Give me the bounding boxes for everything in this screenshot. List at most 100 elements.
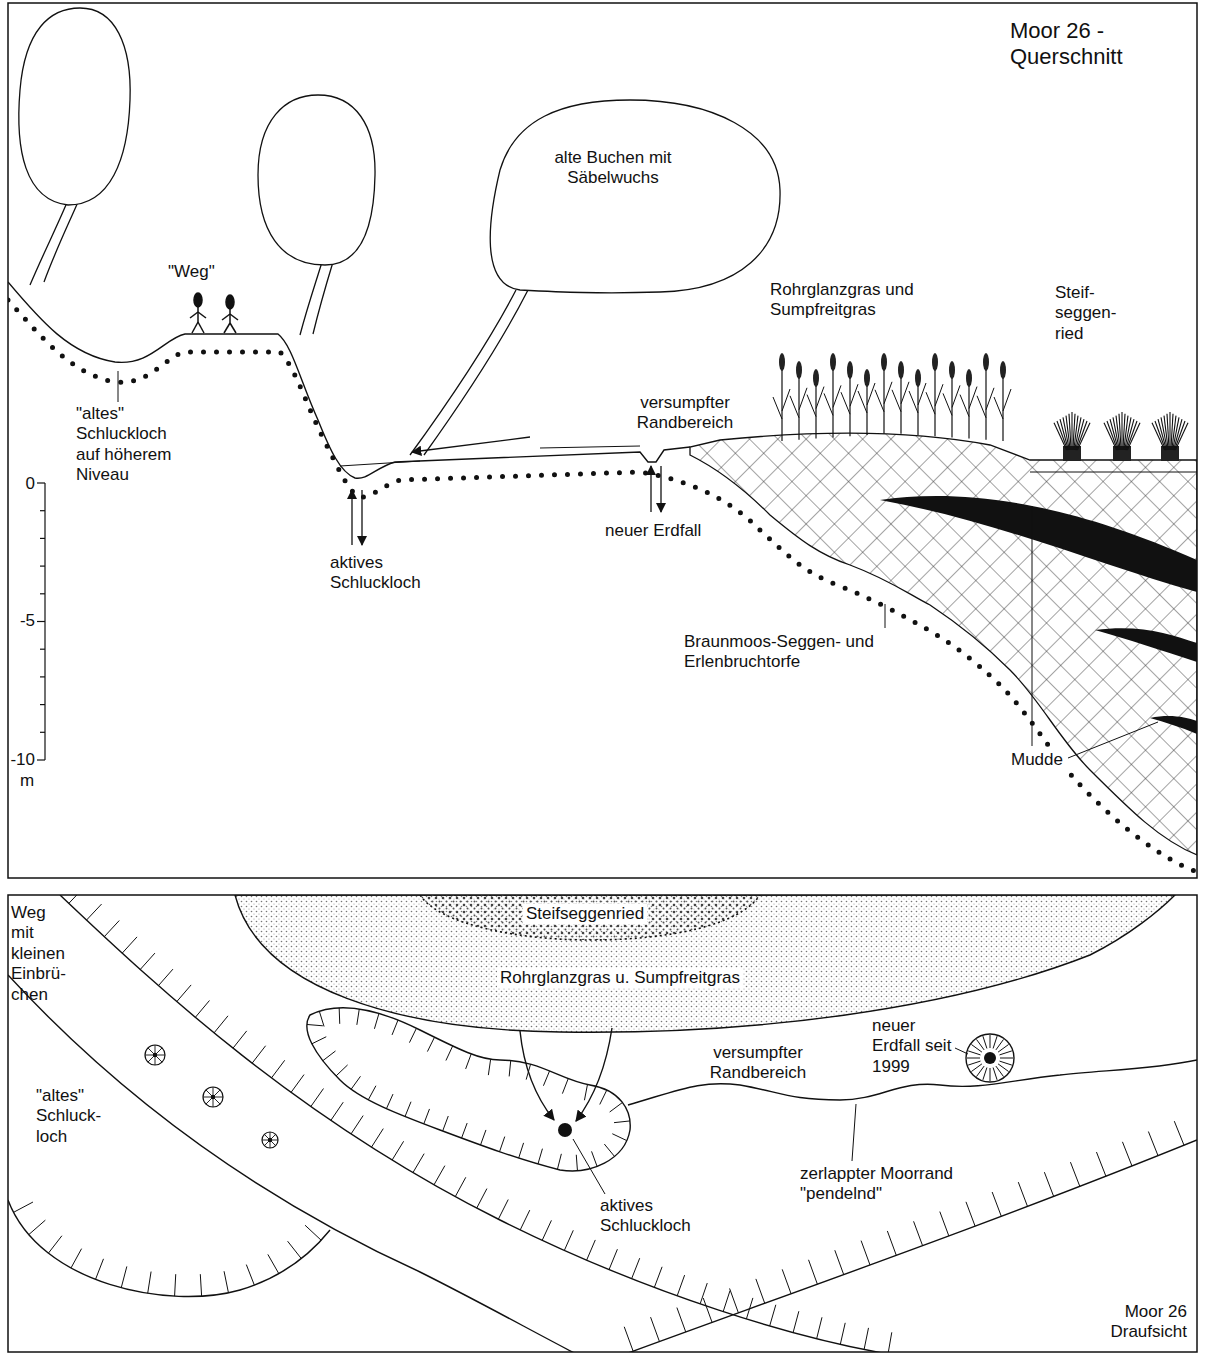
reed-leaf [807, 395, 816, 417]
slope-hachure [500, 1137, 505, 1152]
mudde-lens [1095, 628, 1197, 662]
reed-leaf [850, 384, 858, 406]
reed-head [813, 369, 819, 387]
sinkhole-hachure [1000, 1061, 1012, 1065]
slope-hachure [770, 1305, 776, 1326]
mudde-lens [1150, 716, 1197, 734]
slope-hachure [291, 1075, 304, 1093]
slope-hachure [307, 1024, 323, 1025]
slope-hachure [809, 1260, 818, 1284]
sinkhole-hachure [1000, 1058, 1013, 1059]
tree-crown [258, 95, 375, 265]
reed-leaf [867, 383, 875, 405]
reed-head [932, 353, 938, 371]
reed-head [847, 361, 853, 379]
slope-hachure [940, 1212, 949, 1236]
tree-trunk [30, 200, 78, 285]
sedge-blade [1127, 423, 1140, 450]
reed-head [779, 353, 785, 371]
collapse-symbol [203, 1087, 223, 1107]
slope-hachure [1122, 1142, 1132, 1166]
slope-hachure [462, 1123, 468, 1138]
scale-tick [40, 593, 45, 594]
reed-stem [900, 378, 901, 434]
reed-leaf [952, 385, 960, 407]
annotation-label: aktives Schluckloch [600, 1196, 720, 1237]
slope-hachure [48, 1236, 61, 1253]
slope-hachure [864, 1328, 868, 1350]
slope-hachure [87, 904, 102, 920]
annotation-label: "altes" Schluck- loch [36, 1086, 116, 1147]
reed-leaf [773, 397, 782, 419]
basin-rim [620, 1140, 1197, 1352]
slope-hachure [651, 1317, 660, 1341]
slope-hachure [305, 1225, 321, 1240]
reed-stem [951, 378, 952, 437]
sinkhole-hachure [1000, 1051, 1012, 1055]
reed-leaf [943, 393, 952, 415]
reed-stem [985, 370, 986, 440]
reed-leaf [799, 388, 807, 410]
sedge-blade [1169, 412, 1170, 450]
reed-zone [235, 895, 1175, 1032]
slope-hachure [443, 1116, 449, 1131]
slope-hachure [351, 1076, 360, 1089]
scale-tick [40, 538, 45, 539]
panel-frame [8, 3, 1197, 878]
reed-stem [781, 370, 782, 441]
sedge-blade [1071, 412, 1072, 450]
slope-hachure [29, 1220, 46, 1234]
reed-leaf [901, 382, 909, 404]
slope-hachure [319, 1011, 324, 1026]
leader-line [955, 1048, 968, 1054]
reed-stem [832, 370, 833, 437]
reed-leaf [875, 390, 884, 412]
slope-hachure [654, 1267, 662, 1288]
reed-head [915, 369, 921, 387]
slope-hachure [612, 1134, 626, 1141]
slope-hachure [730, 1288, 739, 1312]
reed-head [966, 369, 972, 387]
slope-hachure [69, 895, 84, 903]
scale-tick [40, 565, 45, 566]
slope-hachure [288, 1241, 302, 1258]
scale-tick [37, 482, 45, 483]
reed-stem [866, 386, 867, 435]
slope-hachure [339, 1008, 341, 1024]
sinkhole-hachure [983, 1068, 987, 1080]
reed-head [830, 353, 836, 371]
sedge-blade [1175, 421, 1186, 450]
annotation-label: neuer Erdfall [605, 521, 725, 541]
scale-tick [37, 759, 45, 760]
slope-hachure [413, 1154, 424, 1173]
slope-hachure [233, 1031, 247, 1048]
slope-hachure [632, 1258, 640, 1278]
annotation-label: Braunmoos-Seggen- und Erlenbruchtorfe [684, 632, 896, 673]
scale-tick [40, 510, 45, 511]
annotation-label: Moor 26 - Querschnitt [1010, 18, 1170, 71]
reed-stem [934, 370, 935, 436]
slope-hachure [564, 1230, 573, 1250]
slope-hachure [405, 1102, 411, 1117]
slope-hachure [214, 1016, 228, 1033]
slope-hachure [195, 1000, 209, 1017]
slope-hachure [723, 1291, 730, 1312]
annotation-label: Mudde [1008, 750, 1066, 770]
slope-hachure [914, 1221, 923, 1245]
new-sinkhole [966, 1034, 1014, 1082]
reed-leaf [790, 396, 799, 418]
slope-hachure [542, 1220, 551, 1240]
slope-hachure [312, 1037, 326, 1044]
sinkhole-hachure [996, 1039, 1004, 1050]
annotation-label: versumpfter Randbereich [620, 393, 750, 434]
annotation-label: "Weg" [168, 262, 248, 282]
slope-hachure [148, 1272, 151, 1294]
reed-leaf [816, 387, 824, 409]
old-sinkhole-rim [8, 1200, 330, 1297]
slope-hachure [817, 1317, 822, 1338]
leader-line [852, 1104, 856, 1161]
slope-hachure [252, 1046, 265, 1063]
slope-hachure [793, 1311, 799, 1332]
reed-stem [917, 386, 918, 435]
